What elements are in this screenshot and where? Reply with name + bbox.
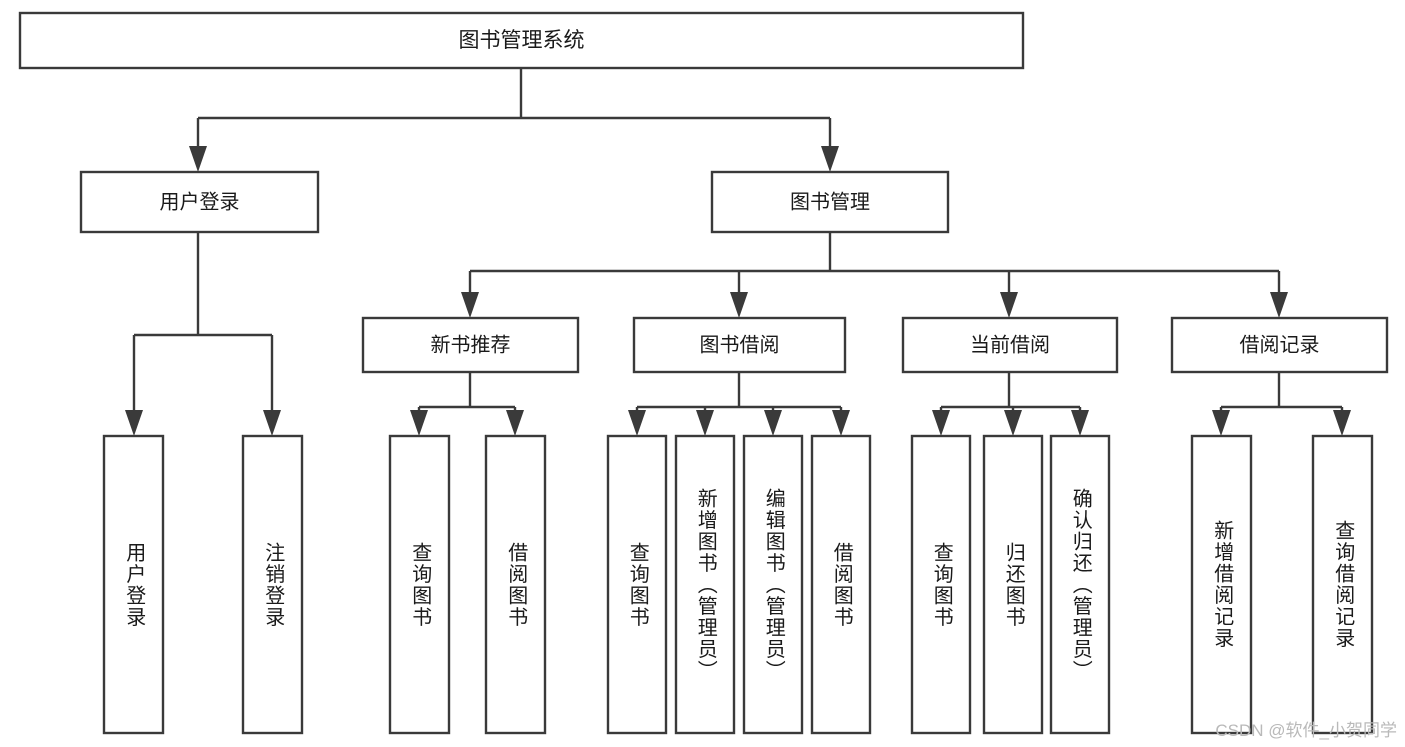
user-login-arrow-1 <box>263 410 281 436</box>
node-label-new-book-recommend: 新书推荐 <box>431 333 511 356</box>
node-box-leaf-borrow-book-1[interactable] <box>484 434 547 735</box>
book-manage-arrow-1 <box>730 292 748 318</box>
node-label-book-manage: 图书管理 <box>790 190 870 213</box>
node-box-leaf-user-login[interactable] <box>102 434 165 735</box>
book-manage-arrow-0 <box>461 292 479 318</box>
root-arrow-0 <box>189 146 207 172</box>
root-arrow-1 <box>821 146 839 172</box>
node-box-current-borrow[interactable] <box>901 316 1119 374</box>
node-box-leaf-edit-book-admin[interactable] <box>742 434 804 735</box>
book-manage-arrow-2 <box>1000 292 1018 318</box>
book-borrow-arrow-0 <box>628 410 646 436</box>
node-label-current-borrow: 当前借阅 <box>970 333 1050 356</box>
borrow-record-arrow-0 <box>1212 410 1230 436</box>
borrow-record-arrow-1 <box>1333 410 1351 436</box>
box-layer <box>18 11 1389 735</box>
node-label-user-login: 用户登录 <box>160 190 240 213</box>
node-box-leaf-confirm-return-admin[interactable] <box>1049 434 1111 735</box>
current-borrow-arrow-1 <box>1004 410 1022 436</box>
current-borrow-arrow-2 <box>1071 410 1089 436</box>
node-box-leaf-logout-login[interactable] <box>241 434 304 735</box>
new-book-rec-arrow-1 <box>506 410 524 436</box>
node-box-leaf-add-borrow-record[interactable] <box>1190 434 1253 735</box>
book-manage-arrow-3 <box>1270 292 1288 318</box>
book-borrow-arrow-3 <box>832 410 850 436</box>
node-box-leaf-add-book-admin[interactable] <box>674 434 736 735</box>
node-label-borrow-record: 借阅记录 <box>1240 333 1320 356</box>
connector-layer <box>125 68 1351 436</box>
current-borrow-arrow-0 <box>932 410 950 436</box>
node-box-leaf-return-book[interactable] <box>982 434 1044 735</box>
node-box-leaf-query-book-3[interactable] <box>910 434 972 735</box>
user-login-arrow-0 <box>125 410 143 436</box>
node-box-borrow-record[interactable] <box>1170 316 1389 374</box>
node-box-root[interactable] <box>18 11 1025 70</box>
book-borrow-arrow-1 <box>696 410 714 436</box>
new-book-rec-arrow-0 <box>410 410 428 436</box>
node-box-user-login[interactable] <box>79 170 320 234</box>
node-box-leaf-query-book-1[interactable] <box>388 434 451 735</box>
node-label-root: 图书管理系统 <box>459 29 585 52</box>
node-box-leaf-query-book-2[interactable] <box>606 434 668 735</box>
node-box-book-borrow[interactable] <box>632 316 847 374</box>
node-label-book-borrow: 图书借阅 <box>700 333 780 356</box>
node-box-leaf-borrow-book-2[interactable] <box>810 434 872 735</box>
node-box-leaf-query-borrow-record[interactable] <box>1311 434 1374 735</box>
book-borrow-arrow-2 <box>764 410 782 436</box>
node-box-new-book-recommend[interactable] <box>361 316 580 374</box>
node-box-book-manage[interactable] <box>710 170 950 234</box>
